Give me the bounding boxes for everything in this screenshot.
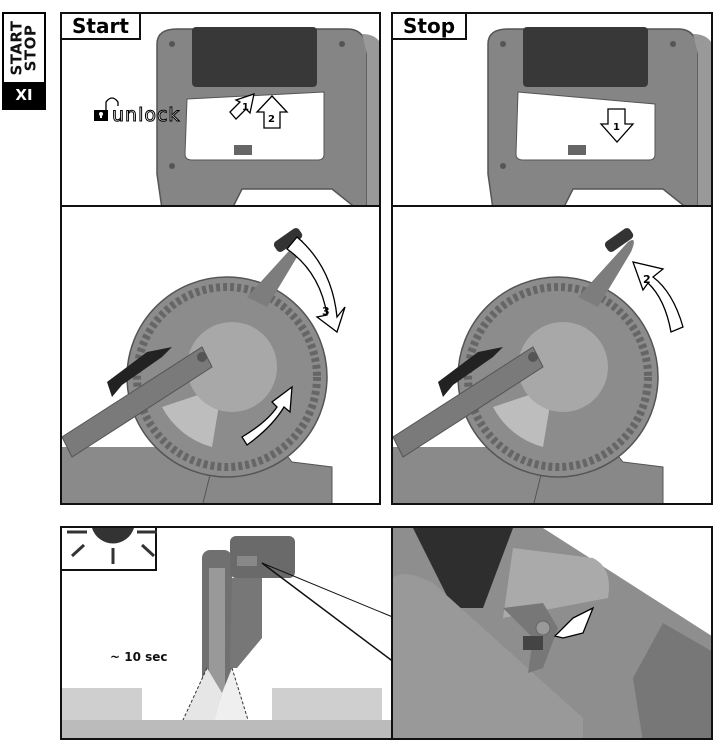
black-handle (107, 347, 172, 397)
duration-label: ~ 10 sec (110, 650, 168, 664)
sun-icon (67, 528, 157, 564)
arrow-up-curve-icon (241, 385, 293, 446)
section-number: XI (4, 82, 44, 108)
unlock-text: unlock (112, 104, 180, 126)
black-handle (438, 347, 503, 397)
handle-illustration: 1 (487, 27, 711, 205)
arrow-down-curve-icon (286, 236, 346, 334)
svg-text:3: 3 (322, 305, 330, 318)
panel-label-stop: Stop (393, 14, 468, 40)
grip-icon (192, 27, 317, 87)
switch-detail-illustration (393, 528, 711, 738)
arrow-down-icon (599, 108, 635, 143)
svg-text:1: 1 (613, 122, 620, 133)
arrow-pointer-icon (553, 606, 595, 639)
saw-illustration: 2 (393, 228, 684, 503)
panel-stop-handle: Stop 1 (391, 12, 713, 207)
panel-start-saw: 3 (60, 205, 381, 505)
arrow-1-icon (229, 93, 255, 120)
unlock-icon (94, 97, 119, 121)
arrow-up-curve-icon (631, 261, 684, 333)
svg-text:2: 2 (643, 273, 651, 286)
panel-light: ~ 10 sec (60, 526, 393, 740)
handle-illustration: unlock 1 2 (94, 27, 379, 205)
light-illustration (62, 528, 391, 738)
svg-text:1: 1 (242, 102, 249, 113)
section-title-stop: STOP (22, 24, 40, 72)
arrow-up-icon (255, 95, 289, 129)
panel-stop-saw: 2 (391, 205, 713, 505)
grip-icon (523, 27, 648, 87)
panel-start-handle: Start unlock 1 2 (60, 12, 381, 207)
panel-switch-detail (391, 526, 713, 740)
svg-text:2: 2 (268, 114, 275, 125)
saw-illustration: 3 (62, 228, 346, 503)
panel-label-start: Start (62, 14, 141, 40)
grip-icon (413, 528, 513, 608)
